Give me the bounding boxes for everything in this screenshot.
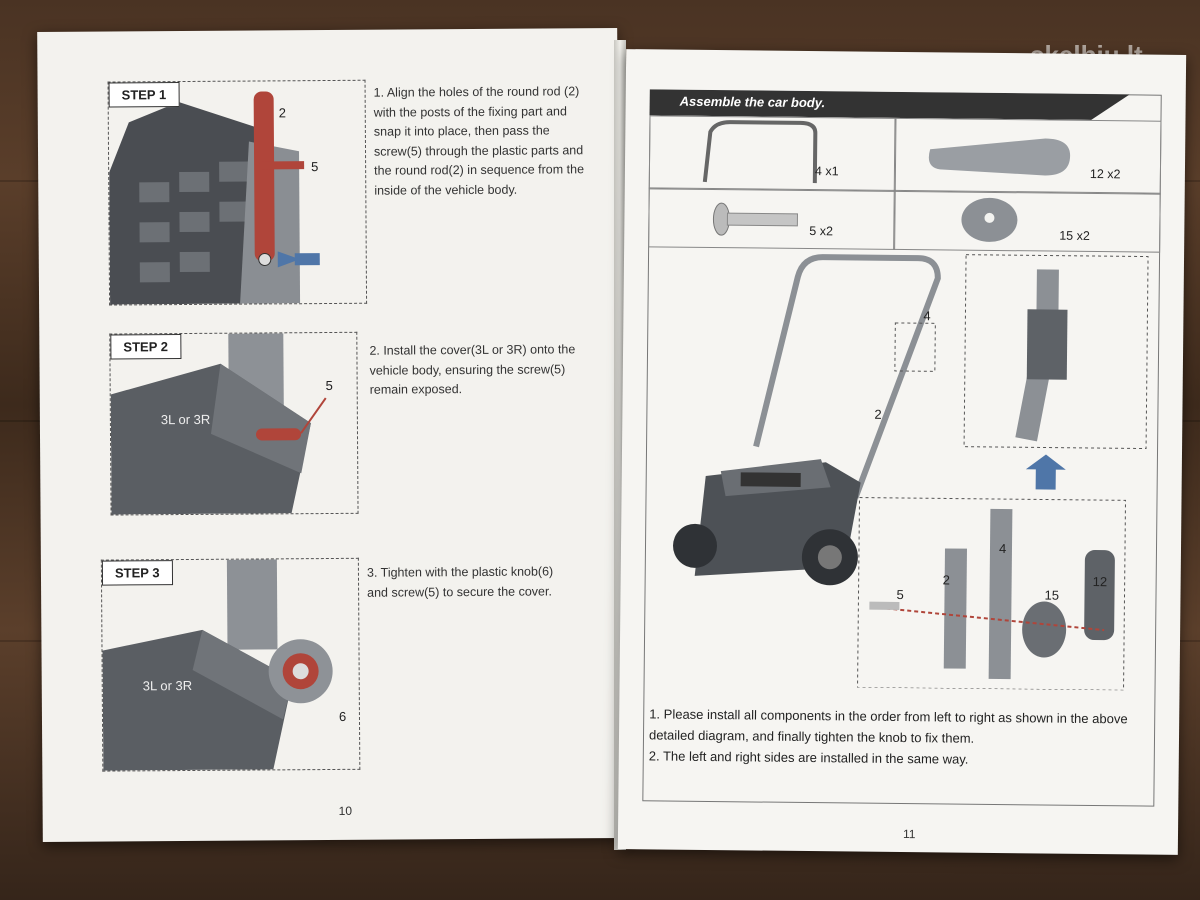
- step-3-callout-3l-3r: 3L or 3R: [142, 677, 193, 694]
- clip-part-icon: [928, 138, 1071, 176]
- step-2-illustration: [110, 333, 327, 515]
- detail-callout-4: 4: [998, 541, 1007, 557]
- step-2-box: STEP 2 5 3L or 3R: [109, 331, 359, 516]
- step-1-illustration: [109, 91, 320, 305]
- step-1-label: STEP 1: [108, 82, 180, 108]
- step-3-box: STEP 3 3L or 3R 6: [100, 557, 361, 772]
- detail-callout-12: 12: [1092, 574, 1108, 590]
- detail-callout-5: 5: [896, 586, 904, 603]
- step-2-callout-5: 5: [325, 377, 333, 394]
- handle-part-icon: [702, 120, 818, 184]
- step-1-box: STEP 1 2 5: [107, 79, 368, 306]
- part-qty-screw: 5 x2: [809, 224, 834, 239]
- part-cell-clip: 12 x2: [893, 117, 1162, 195]
- assembly-title: Assemble the car body.: [679, 93, 826, 111]
- step-1-callout-2: 2: [278, 105, 287, 121]
- left-page: STEP 1 2 5 1. Align the holes of the rou…: [37, 27, 623, 843]
- assembly-note-1: 1. Please install all components in the …: [648, 706, 1128, 746]
- right-page-number: 11: [902, 827, 916, 842]
- part-cell-handle: 4 x1: [648, 115, 897, 192]
- step-1-instruction: 1. Align the holes of the round rod (2) …: [373, 84, 585, 198]
- part-qty-handle: 4 x1: [814, 164, 839, 179]
- part-cell-washer: 15 x2: [893, 189, 1161, 253]
- step-2-callout-3l-3r: 3L or 3R: [160, 411, 211, 428]
- step-3-label: STEP 3: [101, 560, 173, 586]
- step-3-illustration: [102, 559, 333, 771]
- step-2-instruction: 2. Install the cover(3L or 3R) onto the …: [369, 342, 576, 397]
- part-cell-screw: 5 x2: [648, 187, 896, 250]
- detail-callout-15: 15: [1044, 587, 1060, 603]
- step-1-callout-5: 5: [311, 159, 319, 175]
- step-2-label: STEP 2: [110, 334, 182, 360]
- detail-callout-2: 2: [942, 572, 950, 588]
- step-3-instruction: 3. Tighten with the plastic knob(6) and …: [366, 564, 554, 600]
- part-qty-washer: 15 x2: [1059, 228, 1090, 243]
- main-callout-4: 4: [923, 308, 931, 324]
- left-page-number: 10: [338, 803, 353, 818]
- screw-part-icon: [712, 202, 798, 236]
- part-qty-clip: 12 x2: [1089, 166, 1121, 182]
- washer-part-icon: [961, 197, 1018, 242]
- right-page: Assemble the car body. 4 x1 12 x2 5 x2 1…: [617, 49, 1187, 855]
- step-3-callout-6: 6: [338, 708, 347, 724]
- main-callout-2: 2: [874, 406, 882, 422]
- mower-assembly-illustration: [673, 254, 1149, 691]
